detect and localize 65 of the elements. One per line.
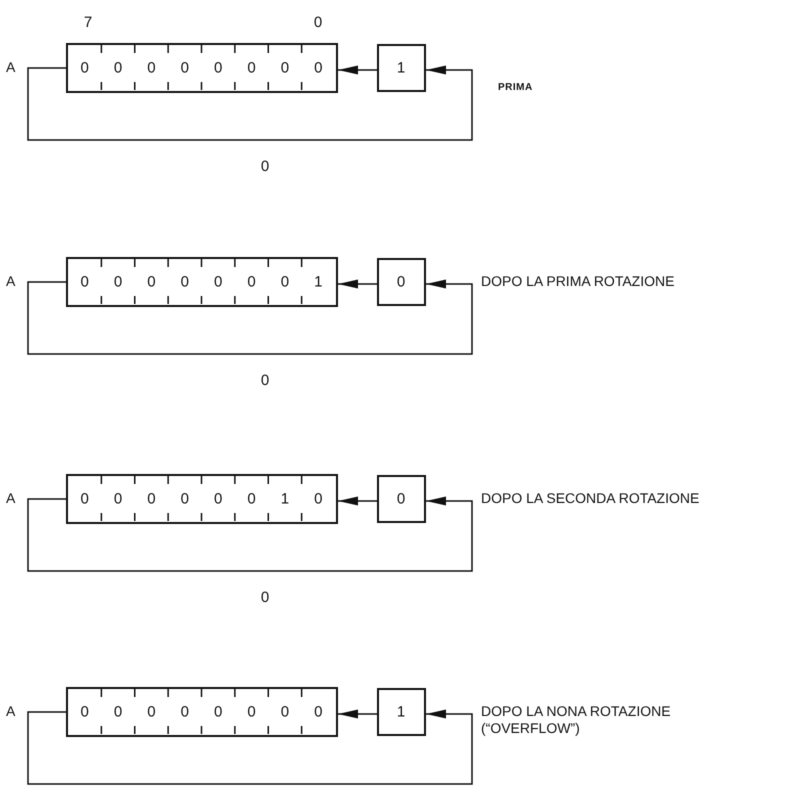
bit-value: 0 [396, 274, 406, 290]
bit-value: 1 [396, 60, 406, 76]
bit-value: 1 [314, 274, 322, 290]
register-label: A [6, 490, 16, 507]
feedback-loop-arrow [27, 66, 473, 141]
arrow [338, 496, 377, 506]
register-label: A [6, 703, 16, 720]
bit-value: 0 [396, 492, 406, 506]
bit-value: 0 [280, 274, 290, 290]
register-box [66, 43, 338, 93]
feedback-loop-arrow [27, 496, 473, 572]
bit-value: 0 [247, 492, 256, 506]
register-label: A [6, 59, 16, 76]
arrow [338, 280, 377, 288]
feedback-loop-arrow [27, 280, 473, 355]
bit-value: 0 [80, 704, 89, 720]
carry-box [377, 688, 426, 736]
bit-value: 0 [80, 60, 89, 76]
bit-value: 0 [247, 274, 256, 290]
state-caption: PRIMA [498, 82, 533, 93]
register-box [66, 474, 338, 524]
register-box [66, 257, 338, 307]
carry-box [377, 475, 426, 523]
feedback-loop-arrow [27, 710, 473, 785]
bit-value: 0 [214, 274, 222, 290]
bit-value: 0 [247, 60, 256, 76]
bit-value: 0 [247, 704, 256, 720]
carry-in-value: 0 [260, 372, 270, 389]
bit-value: 1 [396, 704, 406, 720]
bit-value: 0 [114, 274, 122, 290]
arrow [338, 66, 377, 74]
bit-value: 0 [314, 704, 322, 720]
bit-value: 0 [114, 60, 122, 76]
carry-in-value: 0 [260, 158, 270, 175]
arrow [338, 710, 377, 718]
bit-value: 0 [147, 704, 156, 720]
bit-value: 0 [280, 704, 290, 720]
carry-box [377, 44, 426, 92]
bit-value: 0 [314, 60, 322, 76]
bit-index: 7 [84, 14, 92, 31]
bit-value: 0 [180, 492, 189, 506]
bit-value: 0 [114, 492, 122, 506]
bit-value: 0 [314, 492, 322, 506]
state-caption: DOPO LA SECONDA ROTAZIONE [481, 490, 700, 507]
bit-value: 0 [180, 704, 189, 720]
carry-in-value: 0 [260, 589, 270, 606]
bit-value: 0 [214, 60, 222, 76]
bit-value: 0 [280, 60, 290, 76]
state-caption: DOPO LA NONA ROTAZIONE (“OVERFLOW”) [481, 703, 672, 737]
bit-value: 0 [214, 492, 222, 506]
bit-value: 0 [180, 60, 189, 76]
bit-value: 0 [147, 492, 156, 506]
bit-value: 0 [80, 492, 89, 506]
bit-value: 0 [147, 274, 156, 290]
bit-value: 0 [214, 704, 222, 720]
bit-index: 0 [314, 14, 322, 31]
carry-box [377, 258, 426, 306]
bit-value: 0 [147, 60, 156, 76]
bit-value: 0 [80, 274, 89, 290]
register-label: A [6, 273, 16, 290]
register-box [66, 687, 338, 737]
state-caption: DOPO LA PRIMA ROTAZIONE [481, 273, 676, 290]
bit-value: 0 [180, 274, 189, 290]
bit-value: 0 [114, 704, 122, 720]
bit-value: 1 [280, 492, 290, 506]
